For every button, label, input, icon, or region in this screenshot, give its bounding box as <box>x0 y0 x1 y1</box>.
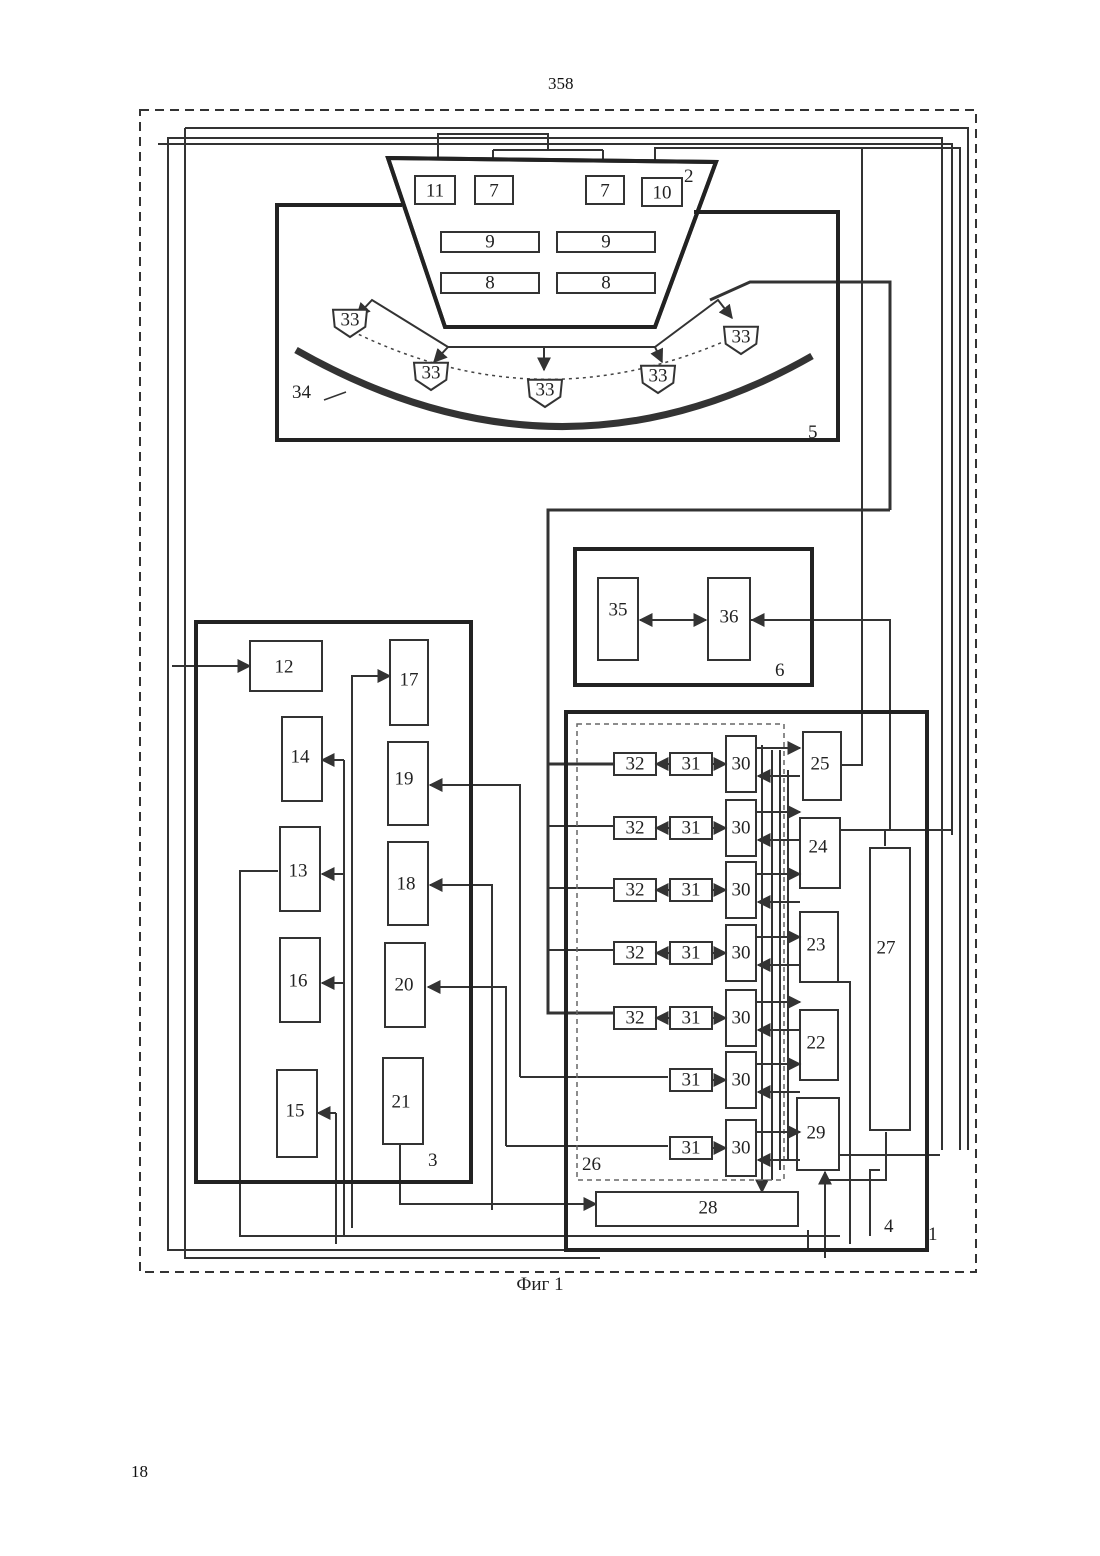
element-34-label: 34 <box>292 382 312 403</box>
block-7a-label: 7 <box>489 181 499 202</box>
block-29-label: 29 <box>807 1123 826 1144</box>
block-32-4-label: 32 <box>626 943 645 964</box>
block-21-label: 21 <box>392 1092 411 1113</box>
block-13-label: 13 <box>289 861 308 882</box>
block-12-label: 12 <box>275 657 294 678</box>
module-3-label: 3 <box>428 1150 438 1171</box>
block-31-5-label: 31 <box>682 1008 701 1029</box>
block-35-label: 35 <box>609 600 628 621</box>
block-33-3-label: 33 <box>536 380 555 401</box>
block-11-label: 11 <box>426 181 444 202</box>
block-32-1-label: 32 <box>626 754 645 775</box>
module-4-label: 4 <box>884 1216 894 1237</box>
block-7b-label: 7 <box>600 181 610 202</box>
block-32-2-label: 32 <box>626 818 645 839</box>
block-30-4-label: 30 <box>732 943 751 964</box>
module-3-frame <box>196 622 471 1182</box>
block-31-4-label: 31 <box>682 943 701 964</box>
block-36-label: 36 <box>720 607 739 628</box>
blocks-32: 32 32 32 32 32 <box>614 753 670 1029</box>
block-33-2-label: 33 <box>422 363 441 384</box>
block-31-7-label: 31 <box>682 1138 701 1159</box>
block-10-label: 10 <box>653 183 672 204</box>
module-5-label: 5 <box>808 422 818 443</box>
block-8b-label: 8 <box>601 273 611 294</box>
block-23-label: 23 <box>807 935 826 956</box>
block-19-label: 19 <box>395 769 414 790</box>
block-15-label: 15 <box>286 1101 305 1122</box>
block-27 <box>870 848 910 1130</box>
module-2-label: 2 <box>684 166 694 187</box>
block-25-label: 25 <box>811 754 830 775</box>
block-31-3-label: 31 <box>682 880 701 901</box>
block-24-label: 24 <box>809 837 829 858</box>
system-label: 1 <box>928 1224 938 1245</box>
block-31-1-label: 31 <box>682 754 701 775</box>
block-33-1-label: 33 <box>341 310 360 331</box>
block-28-label: 28 <box>699 1198 718 1219</box>
block-9b-label: 9 <box>601 232 611 253</box>
dotted-arc <box>340 325 745 379</box>
block-30-7-label: 30 <box>732 1138 751 1159</box>
block-30-3-label: 30 <box>732 880 751 901</box>
block-17-label: 17 <box>400 670 419 691</box>
block-30-2-label: 30 <box>732 818 751 839</box>
block-14-label: 14 <box>291 747 311 768</box>
block-27-label: 27 <box>877 938 896 959</box>
blocks-31: 31 31 31 31 31 31 31 <box>670 753 726 1159</box>
module-6-label: 6 <box>775 660 785 681</box>
block-32-5-label: 32 <box>626 1008 645 1029</box>
block-22-label: 22 <box>807 1033 826 1054</box>
block-8a-label: 8 <box>485 273 495 294</box>
block-33-4-label: 33 <box>649 366 668 387</box>
figure-caption: Фиг 1 <box>516 1274 563 1295</box>
block-30-6-label: 30 <box>732 1070 751 1091</box>
block-33-5-label: 33 <box>732 327 751 348</box>
block-18-label: 18 <box>397 874 416 895</box>
block-16-label: 16 <box>289 971 308 992</box>
block-31-2-label: 31 <box>682 818 701 839</box>
block-30-5-label: 30 <box>732 1008 751 1029</box>
block-30-1-label: 30 <box>732 754 751 775</box>
block-32-3-label: 32 <box>626 880 645 901</box>
subsystem-26-label: 26 <box>582 1154 601 1175</box>
block-31-6-label: 31 <box>682 1070 701 1091</box>
block-9a-label: 9 <box>485 232 495 253</box>
block-20-label: 20 <box>395 975 414 996</box>
block-28 <box>596 1192 798 1226</box>
